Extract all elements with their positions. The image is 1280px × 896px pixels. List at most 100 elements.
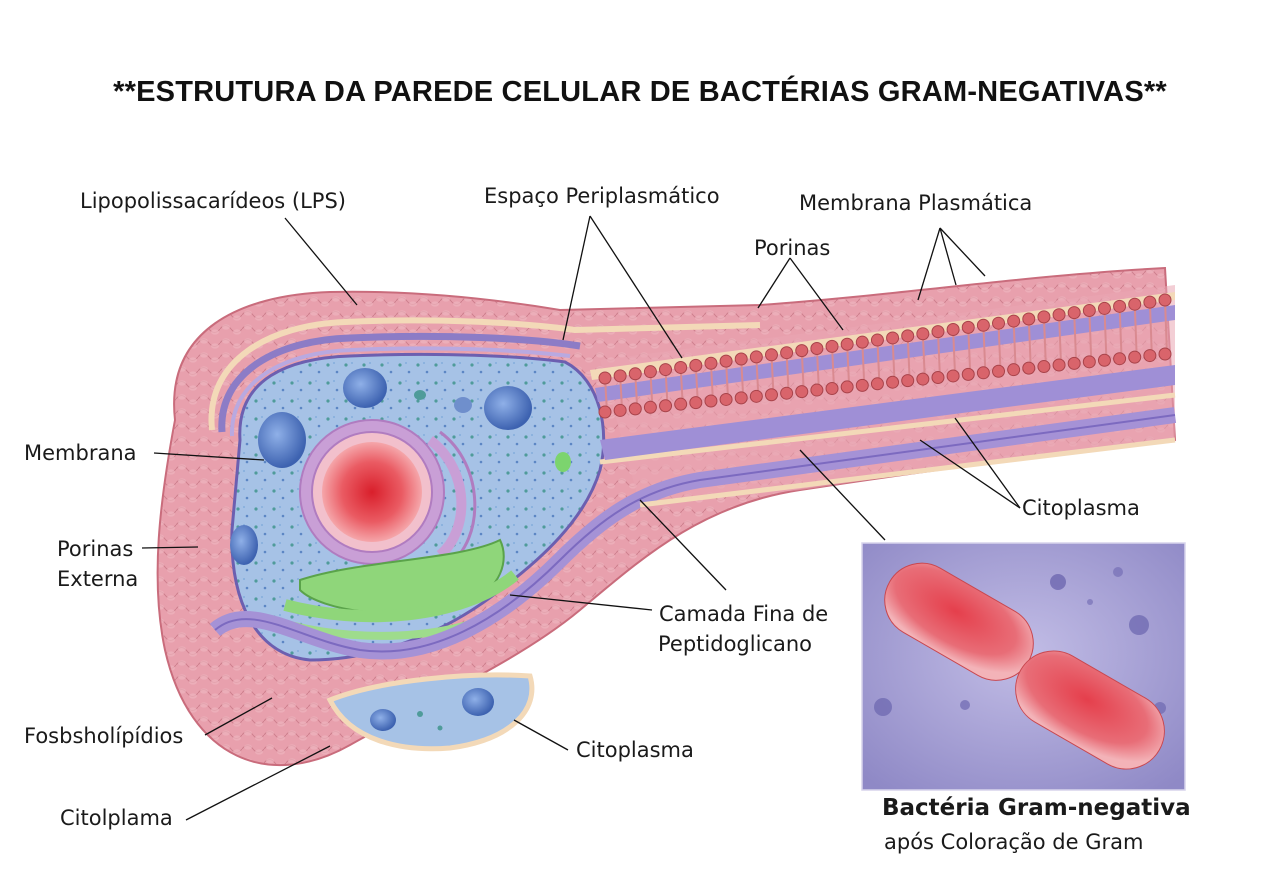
lipid-tail <box>982 325 987 373</box>
lipid-tail <box>815 348 820 391</box>
lipid-head <box>1067 306 1081 320</box>
inset-caption-title: Bactéria Gram-negativa <box>882 795 1191 821</box>
lipid-head <box>1097 353 1111 367</box>
label-porins-outer-2: Externa <box>57 567 139 591</box>
page-title: **ESTRUTURA DA PAREDE CELULAR DE BACTÉRI… <box>113 76 1167 108</box>
lipid-tail <box>936 331 941 378</box>
lipid-head <box>689 396 703 410</box>
lipid-head <box>855 335 869 349</box>
lipid-head <box>1037 310 1051 324</box>
lipid-tail <box>800 350 805 392</box>
lipid-head <box>916 327 930 341</box>
lipid-head <box>901 374 915 388</box>
lipid-tail <box>1012 321 1017 370</box>
lipid-head <box>1158 293 1172 307</box>
label-porins-outer: Porinas <box>57 537 134 561</box>
lipid-head <box>674 360 688 374</box>
lipid-head <box>598 371 612 385</box>
peptidoglycan-layer <box>209 392 1177 660</box>
lipid-tail <box>861 342 866 386</box>
label-periplasmic-space: Espaço Periplasmático <box>484 184 720 208</box>
lipid-tail <box>921 333 926 380</box>
label-phospholipids: Fosbsholípídios <box>24 724 184 748</box>
lipid-head <box>1113 352 1127 366</box>
lipid-head <box>764 388 778 402</box>
lipid-head <box>946 323 960 337</box>
lipid-head <box>704 356 718 370</box>
lipid-head <box>1143 295 1157 309</box>
gram-stain-inset <box>861 542 1186 791</box>
lipid-head <box>870 333 884 347</box>
label-peptidoglycan: Camada Fina de <box>659 602 829 626</box>
lipid-head <box>931 325 945 339</box>
lipid-tail <box>846 344 851 387</box>
lipid-head <box>704 394 718 408</box>
lipid-tail <box>831 346 836 389</box>
label-cytoplasm-typo: Citolplama <box>60 806 173 830</box>
lipid-head <box>1082 304 1096 318</box>
leader-lines <box>141 215 1021 821</box>
lipid-head <box>855 378 869 392</box>
lipid-head <box>825 381 839 395</box>
lipid-head <box>810 383 824 397</box>
lipid-tail <box>891 337 896 383</box>
lipid-tail <box>997 323 1002 372</box>
lipid-tail <box>952 329 957 376</box>
lipid-head <box>780 386 794 400</box>
lipid-head <box>886 331 900 345</box>
lipid-head <box>719 354 733 368</box>
label-porins-top: Porinas <box>754 236 831 260</box>
lipid-head <box>961 320 975 334</box>
lipid-head <box>628 367 642 381</box>
lipid-head <box>659 399 673 413</box>
lipid-head <box>734 352 748 366</box>
nucleoid <box>299 419 477 567</box>
lipid-head <box>795 344 809 358</box>
lipid-head <box>840 337 854 351</box>
lipid-head <box>946 369 960 383</box>
lipid-head <box>1097 301 1111 315</box>
label-membrane: Membrana <box>24 441 137 465</box>
lipid-head <box>901 329 915 343</box>
lipid-head <box>689 358 703 372</box>
lipid-head <box>1022 312 1036 326</box>
lipid-head <box>1158 347 1172 361</box>
lipid-tail <box>1027 318 1032 369</box>
lipid-tail <box>1164 299 1168 355</box>
lipid-head <box>734 391 748 405</box>
lipid-head <box>1022 361 1036 375</box>
label-plasma-membrane: Membrana Plasmática <box>799 191 1033 215</box>
lipid-tail <box>967 327 972 375</box>
lipid-head <box>628 402 642 416</box>
lipid-head <box>916 372 930 386</box>
lipid-head <box>992 364 1006 378</box>
lipid-head <box>1113 299 1127 313</box>
phospholipid-bilayer <box>598 293 1172 419</box>
lipid-tail <box>906 335 911 381</box>
lipid-head <box>764 348 778 362</box>
inset-caption-subtitle: após Coloração de Gram <box>884 830 1144 854</box>
lipid-head <box>1037 360 1051 374</box>
lipid-head <box>810 341 824 355</box>
lipid-head <box>643 365 657 379</box>
lipid-head <box>795 385 809 399</box>
cytoplasm-pocket <box>326 672 535 752</box>
lipid-head <box>1052 358 1066 372</box>
label-cytoplasm-right: Citoplasma <box>1022 496 1140 520</box>
lipid-head <box>1143 349 1157 363</box>
lipid-tail <box>755 356 760 397</box>
lipid-tail <box>876 340 881 384</box>
lipid-head <box>931 371 945 385</box>
lipid-tail <box>770 354 775 395</box>
lipid-tail <box>1088 310 1093 362</box>
lipid-head <box>1067 356 1081 370</box>
lipid-head <box>840 380 854 394</box>
lipid-tail <box>785 352 790 394</box>
lipid-head <box>825 339 839 353</box>
lipid-head <box>870 377 884 391</box>
lipid-head <box>886 375 900 389</box>
lipid-head <box>961 367 975 381</box>
lipid-tail <box>1118 306 1123 359</box>
lipid-tail <box>1042 316 1047 367</box>
lipid-head <box>992 316 1006 330</box>
